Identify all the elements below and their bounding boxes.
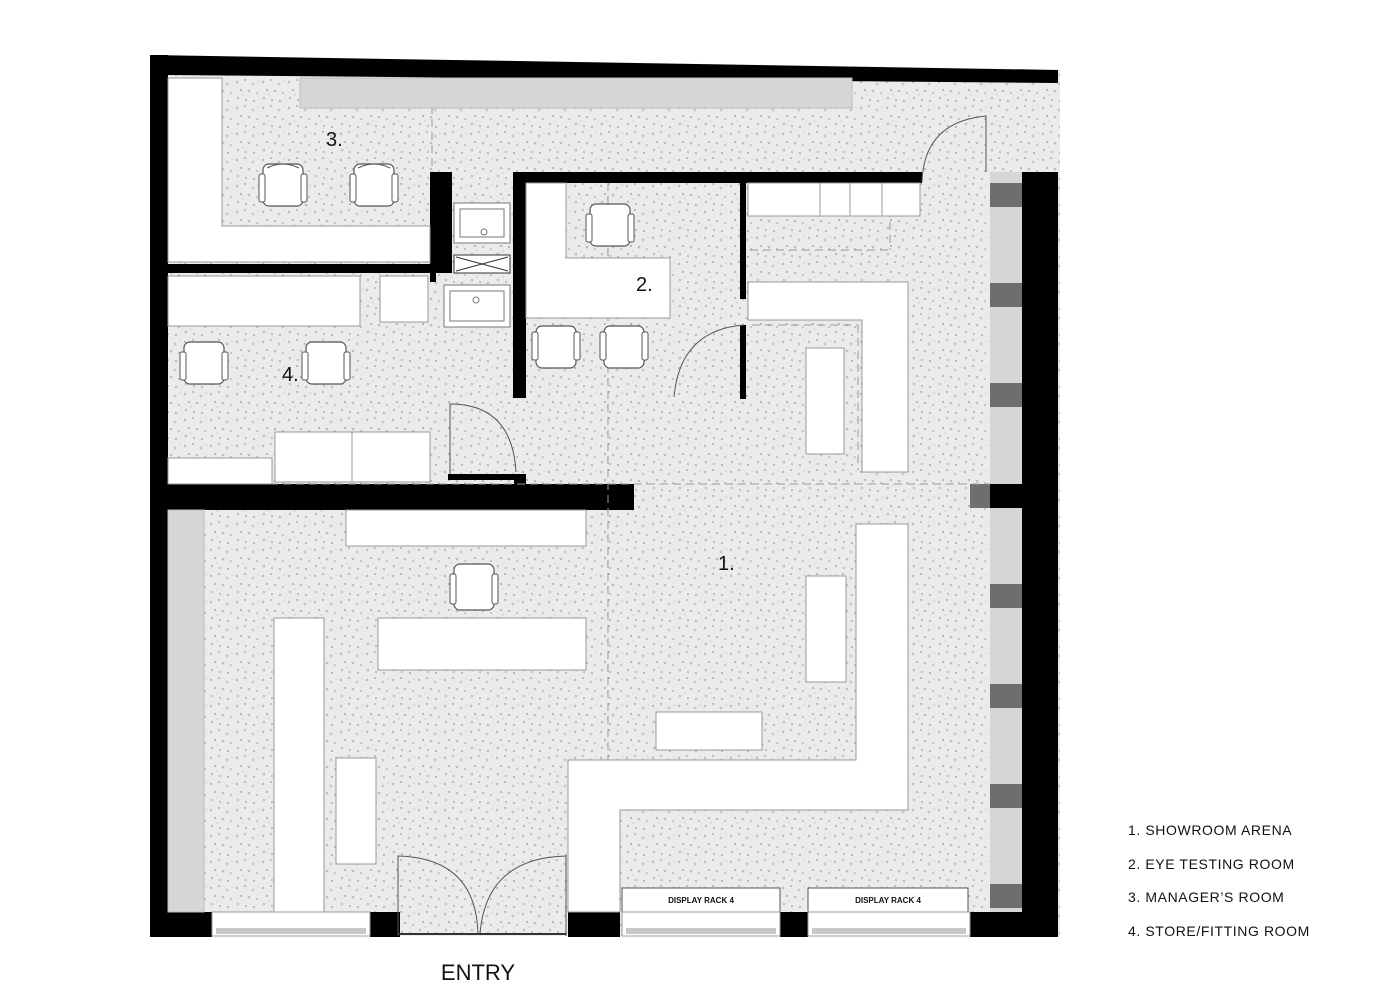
wall-eye-top [513,172,922,183]
showroom-left-wall-shelf [167,509,205,913]
outer-wall-right-lower [1022,508,1058,936]
window-bay-strip-lower [990,508,1022,912]
wall-bottom-mid-left [370,912,400,937]
eye-chair-left [531,325,581,369]
upper-right-fixtures [747,115,987,473]
manager-wall-shelf [299,77,853,109]
outer-wall-top [150,55,1058,83]
window-mullion [990,884,1022,908]
display-rack-left-label: DISPLAY RACK 4 [668,896,734,905]
store-small-cabinet [379,275,429,323]
entry-door-left-swing [397,855,479,936]
front-window-left-sill [216,928,366,934]
room-legend: 1. SHOWROOM ARENA 2. EYE TESTING ROOM 3.… [1128,820,1310,954]
showroom-low-table [655,711,763,751]
sink-lower [443,284,511,328]
store-low-bench [167,457,273,485]
entry-label: ENTRY [441,960,515,985]
sink-upper-basin [459,208,505,238]
display-rack-right-label: DISPLAY RACK 4 [855,896,921,905]
wall-store-bottom-stub [448,474,520,480]
walls [150,55,1058,937]
upper-shelf [747,182,921,217]
wall-manager-right [430,172,452,273]
eye-testing-room: 2. [525,182,745,398]
sink-lower-basin [449,290,505,322]
manager-chair-right [349,163,399,207]
display-rack-left [621,887,781,913]
wall-bottom-right [970,912,1058,937]
wall-eye-partition-low [740,325,746,399]
window-mullion [990,383,1022,407]
showroom-mid-island [805,575,847,683]
legend-item-store-fitting: 4. STORE/FITTING ROOM [1128,922,1310,939]
room-number-2: 2. [636,274,653,296]
store-door-swing [449,403,517,474]
exterior-outside-top [150,0,1080,70]
managers-room: 3. [167,77,853,263]
showroom-chair [449,563,499,611]
showroom-arena: 1. DISPLAY RACK 4 DISPLAY RACK 4 [167,509,971,937]
eye-chair-right [599,325,649,369]
showroom-l-counter [567,523,909,913]
window-bay-strip-upper [990,172,1022,484]
window-mullion [990,684,1022,708]
eye-l-desk [525,182,671,319]
showroom-left-long-rack [273,617,325,913]
showroom-cash-desk [377,617,587,671]
showroom-top-counter [345,509,587,547]
window-mullion [990,283,1022,307]
wall-bottom-left [150,912,212,937]
outer-wall-left [150,55,168,937]
legend-item-managers: 3. MANAGER’S ROOM [1128,889,1285,905]
showroom-left-island [335,757,377,865]
eye-chair-top [585,203,635,247]
store-chair-right [301,341,351,385]
wall-store-right [430,272,436,282]
outer-wall-right-upper [1022,172,1058,484]
display-rack-right [807,887,969,913]
window-mullion [990,584,1022,608]
store-counter [167,275,361,327]
right-window-bays [970,172,1022,912]
manager-chair-left [258,163,308,207]
exterior-outside-right [1060,70,1080,950]
eye-door-swing [673,324,745,398]
sink-lower-drain [472,296,480,304]
entry-door-right-swing [479,855,567,936]
room-number-4: 4. [282,364,299,386]
upper-island [805,347,845,455]
room-number-3: 3. [326,129,343,151]
wall-eye-left [513,172,526,398]
room-number-1: 1. [718,553,735,575]
legend-item-showroom: 1. SHOWROOM ARENA [1128,822,1293,838]
wall-bottom-mid-right [780,912,808,937]
sink-upper-drain [480,228,488,236]
upper-l-counter [747,281,909,473]
legend-item-eye-testing: 2. EYE TESTING ROOM [1128,855,1295,872]
washroom [443,202,511,328]
store-chair-left [179,341,229,385]
front-window-mid-sill [626,928,776,934]
front-window-right-sill [812,928,966,934]
manager-l-desk [167,77,431,263]
window-mullion [990,784,1022,808]
wall-eye-partition [740,183,746,299]
wall-manager-bottom [168,264,430,273]
wall-right-joint [988,484,1058,508]
upper-door-swing [921,115,987,183]
window-mullion [990,183,1022,207]
shaft-cross [455,256,509,272]
wall-showroom-top-thin [204,484,634,496]
window-mullion [970,484,990,508]
sink-upper [453,202,511,244]
wall-bottom-mid [568,912,620,937]
store-fitting-room: 4. [167,275,517,485]
